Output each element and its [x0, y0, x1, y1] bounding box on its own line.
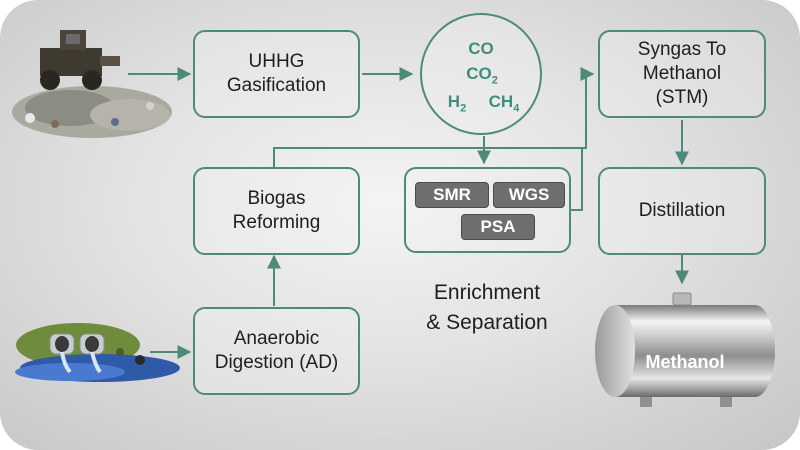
gas-co2-text: CO: [466, 64, 492, 83]
gas-co: CO: [461, 39, 501, 59]
caption-line1: Enrichment: [433, 281, 541, 304]
gas-co2-subscript: 2: [491, 74, 498, 87]
smr-unit: SMR: [415, 182, 489, 208]
psa-unit: PSA: [461, 214, 535, 240]
gas-ch4: CH4: [482, 92, 526, 114]
syngas-to-methanol-box: Syngas To Methanol (STM): [598, 30, 766, 118]
gas-co2: CO2: [455, 64, 509, 86]
enrichment-separation-box: [404, 167, 571, 253]
wgs-unit: WGS: [493, 182, 565, 208]
stm-label-line3: (STM): [655, 87, 709, 108]
wastewater-image: [15, 323, 180, 382]
biogas-reforming-box: Biogas Reforming: [193, 167, 360, 255]
biogas-label-line2: Reforming: [232, 212, 321, 233]
gas-ch4-text: CH: [488, 92, 514, 111]
ad-label-line1: Anaerobic: [233, 328, 320, 349]
gas-h2-subscript: 2: [460, 102, 467, 115]
enrichment-caption: Enrichment & Separation: [400, 278, 574, 338]
uhhg-label-line1: UHHG: [248, 51, 305, 72]
ad-label-line2: Digestion (AD): [214, 352, 339, 373]
methanol-label: Methanol: [645, 352, 725, 372]
gas-h2: H2: [440, 92, 474, 114]
gas-co-text: CO: [468, 39, 494, 58]
stm-label-line1: Syngas To: [637, 39, 727, 60]
distillation-box: Distillation: [598, 167, 766, 255]
connector-lines: [128, 67, 689, 359]
landfill-image: [12, 30, 172, 138]
gas-h2-text: H: [447, 92, 461, 111]
stm-label-line2: Methanol: [642, 63, 722, 84]
gas-ch4-subscript: 4: [513, 102, 520, 115]
syngas-circle: [420, 13, 542, 135]
caption-line2: & Separation: [426, 311, 548, 334]
anaerobic-digestion-box: Anaerobic Digestion (AD): [193, 307, 360, 395]
uhhg-label-line2: Gasification: [226, 75, 327, 96]
methanol-tank-image: [595, 292, 775, 407]
biogas-label-line1: Biogas: [247, 188, 306, 209]
distillation-label: Distillation: [638, 200, 726, 221]
uhhg-gasification-box: UHHG Gasification: [193, 30, 360, 118]
